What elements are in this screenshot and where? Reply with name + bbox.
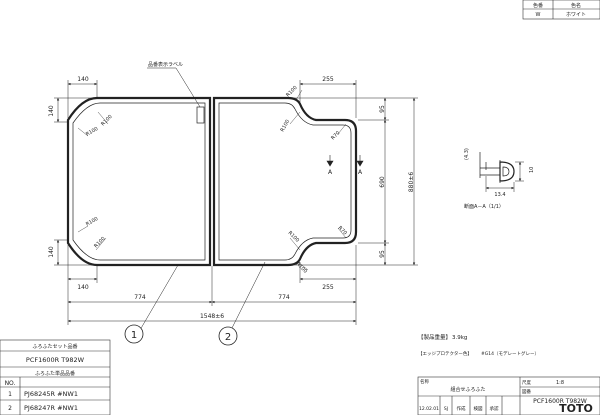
date: 12.02.01 (419, 406, 439, 412)
radius-label: R100 (285, 85, 298, 98)
edge-label: 【エッジプロテクター色】 (418, 350, 472, 357)
dim-right-side (290, 97, 418, 266)
label-leader (175, 67, 201, 108)
radius-leaders (77, 89, 347, 271)
color-table: 色番 色名 W ホワイト (522, 0, 600, 20)
radius-label: R100 (280, 119, 292, 133)
radius-label: R100 (287, 230, 300, 243)
stage-1: 作成 (457, 405, 466, 412)
set-part-number: PCF1600R T982W (26, 356, 85, 364)
row-1-part: PJ68245R #NW1 (24, 390, 78, 398)
section-detail (479, 152, 524, 192)
dim-top-right (299, 80, 357, 118)
col-no-header: NO. (5, 380, 16, 387)
radius-label: R100 (93, 236, 106, 249)
balloon-1-text: 1 (131, 330, 137, 341)
color-name-value: ホワイト (566, 12, 586, 18)
row-2-part: PJ68247R #NW1 (24, 404, 78, 412)
section-mark-a2: A (358, 169, 363, 176)
name-label: 名称 (420, 378, 429, 385)
dim-top-left-text: 140 (77, 76, 89, 83)
title-block (417, 376, 600, 415)
dim-left-bottom-text: 140 (48, 246, 55, 258)
scale-label: 尺度 (522, 379, 531, 386)
scale-value: 1:8 (556, 380, 564, 386)
balloon-2-text: 2 (225, 332, 231, 343)
drawing-no-label: 図番 (522, 388, 531, 395)
dim-right-inner-text: 690 (379, 176, 386, 188)
dim-width-total-text: 1548±6 (200, 313, 224, 320)
dim-width-right-text: 774 (278, 294, 290, 301)
brand-logo: TOTO (559, 402, 593, 415)
dim-bottom-right-text: 255 (322, 284, 334, 291)
radius-label: R100 (85, 126, 99, 138)
color-code-header: 色番 (533, 2, 543, 9)
unit-title: ふろふた単品品番 (35, 370, 75, 377)
color-name-header: 色名 (571, 2, 581, 9)
name-value: 組合せふろふた (450, 386, 485, 393)
row-2-no: 2 (8, 405, 12, 412)
stage-2: 検図 (474, 405, 483, 412)
label-callout-text: 品番表示ラベル (148, 61, 183, 68)
section-caption: 断面A－A（1/1） (464, 203, 504, 210)
section-dim-10: 10 (529, 167, 535, 173)
dim-top-right-text: 255 (322, 76, 334, 83)
radius-label: R100 (295, 261, 308, 274)
radius-label: R100 (100, 114, 113, 127)
dim-right-overall-text: 880±6 (408, 172, 415, 192)
radius-label: R70 (337, 225, 348, 236)
dim-bottom (67, 245, 357, 325)
dim-top-left (67, 80, 98, 118)
section-dim-13-4: 13.4 (494, 192, 505, 198)
dim-width-left-text: 774 (134, 294, 146, 301)
mark: SJ (444, 406, 448, 412)
radius-label: R100 (85, 216, 99, 228)
section-dim-4-3: (4.3) (464, 148, 470, 160)
dim-bottom-left-text: 140 (77, 284, 89, 291)
product-label-box (196, 106, 205, 124)
section-marks (326, 155, 364, 167)
lid-left-panel (66, 96, 212, 267)
edge-value: #G14（モデレートグレー） (481, 350, 539, 357)
row-1-no: 1 (8, 391, 12, 398)
weight-label: 【製品重量】 (418, 333, 451, 341)
set-title: ふろふたセット品番 (32, 343, 77, 350)
dim-left-top-text: 140 (48, 105, 55, 117)
stage-3: 承認 (490, 405, 499, 412)
balloon-2: 2 (218, 261, 266, 346)
section-mark-a1: A (328, 169, 333, 176)
dim-left-side (54, 97, 96, 266)
parts-table (0, 339, 111, 415)
radius-label: R70 (330, 130, 341, 141)
balloon-1: 1 (124, 264, 179, 344)
dim-right-bottom-text: 95 (379, 250, 386, 258)
drawing-no-value: PCF1600R T982W (533, 398, 587, 405)
weight-value: 3.9kg (452, 335, 467, 341)
dim-right-top-text: 95 (379, 105, 386, 113)
lid-right-panel (212, 96, 358, 267)
color-code-value: W (536, 12, 541, 18)
